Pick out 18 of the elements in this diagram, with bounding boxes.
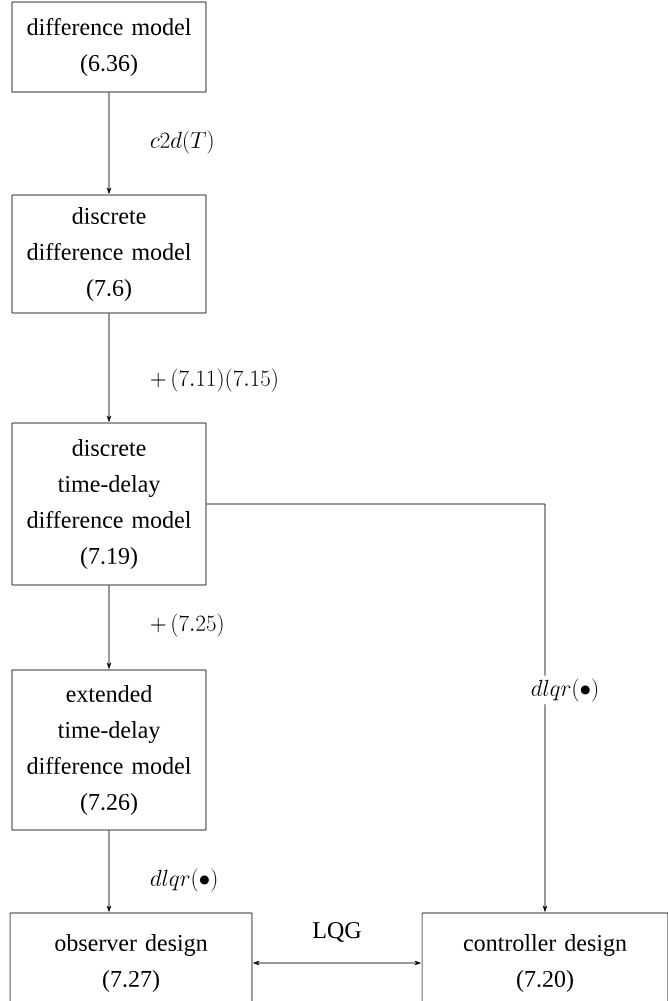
process-box: discrete difference model (7.6)	[11, 194, 207, 314]
process-box: difference model (6.36)	[11, 1, 207, 93]
arrow	[106, 830, 112, 912]
edge-label: $dlqr(\bullet)$	[150, 868, 217, 892]
edge-label: $c2d(T)$	[150, 130, 213, 154]
arrow	[206, 503, 548, 912]
arrow	[106, 313, 112, 422]
edge-label: $+\,(7.25)$	[151, 613, 223, 637]
arrow	[106, 92, 112, 194]
edge-label: $dlqr(\bullet)$	[528, 675, 602, 705]
edge-label: $+\,(7.11)(7.15)$	[151, 368, 277, 392]
process-box: extended time-delay difference model (7.26)	[11, 669, 207, 831]
arrow	[106, 585, 112, 669]
edge-label: LQG	[309, 919, 365, 945]
process-box: observer design (7.27)	[9, 912, 253, 1001]
process-box: controller design (7.20)	[421, 912, 668, 1001]
arrow	[253, 960, 421, 966]
process-box: discrete time-delay difference model (7.19)	[11, 422, 207, 586]
